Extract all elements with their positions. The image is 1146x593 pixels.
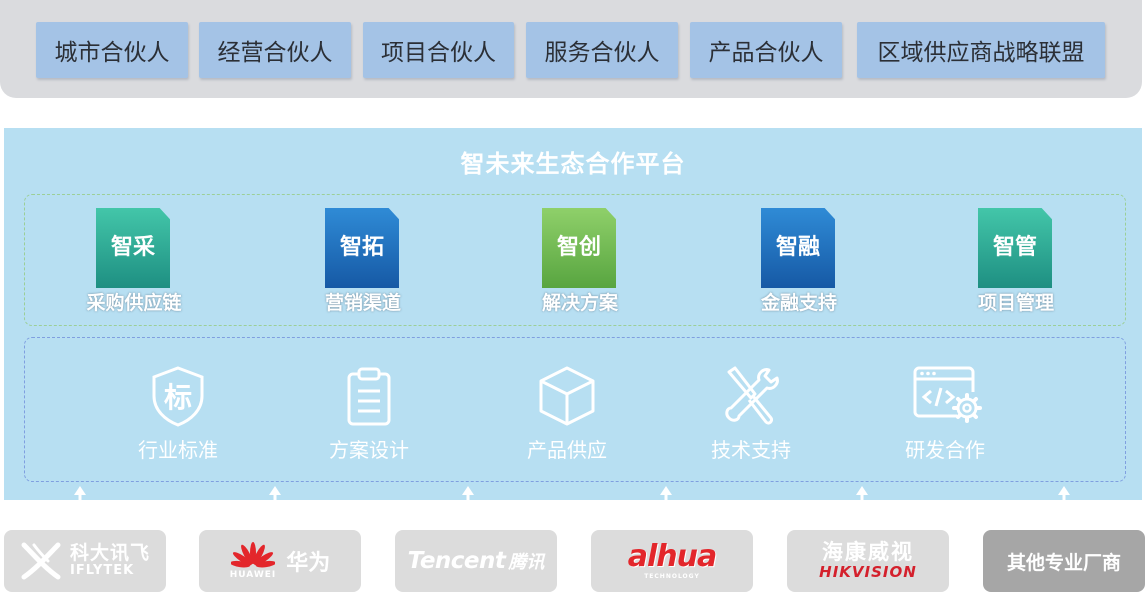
vendor-huawei[interactable]: HUAWEI 华为 [199, 530, 361, 592]
vendor-en-name: HIKVISION [819, 563, 917, 582]
service-label: 研发合作 [905, 438, 985, 462]
arrow-up-icon [660, 486, 672, 534]
service-label: 技术支持 [711, 438, 791, 462]
dahua-logo: alhua TECHNOLOGY [627, 539, 717, 581]
product-name: 智拓 [339, 235, 384, 260]
product-name: 智创 [556, 235, 601, 260]
hikvision-logo: 海康威视 HIKVISION [819, 541, 917, 581]
service-industry-standard[interactable]: 标 行业标准 [103, 364, 253, 464]
partner-bar: 城市合伙人 经营合伙人 项目合伙人 服务合伙人 产品合伙人 区域供应商战略联盟 [0, 0, 1142, 98]
product-tile: 智采 [96, 208, 170, 288]
service-label: 行业标准 [138, 438, 218, 462]
partner-operation-button[interactable]: 经营合伙人 [199, 22, 351, 78]
clipboard-icon [347, 367, 391, 426]
vendor-cn-name: 腾讯 [508, 552, 545, 573]
product-label: 采购供应链 [86, 292, 182, 314]
service-label: 方案设计 [329, 438, 409, 462]
arrow-up-icon [269, 486, 281, 534]
vendor-en-name: alhua [627, 539, 717, 574]
vendor-en-name: Tencent [407, 548, 506, 574]
platform-title: 智未来生态合作平台 [460, 150, 686, 178]
vendor-dahua[interactable]: alhua TECHNOLOGY [591, 530, 753, 592]
vendor-sub-name: TECHNOLOGY [644, 573, 700, 580]
product-label: 金融支持 [760, 292, 837, 314]
product-tile: 智融 [761, 208, 835, 288]
products-dashed-box [24, 194, 1126, 326]
product-zhichuang[interactable]: 智创 解决方案 [520, 208, 640, 318]
product-name: 智采 [110, 235, 155, 260]
vendor-hikvision[interactable]: 海康威视 HIKVISION [787, 530, 949, 592]
product-tile: 智拓 [325, 208, 399, 288]
arrow-up-icon [856, 486, 868, 534]
service-tech-support[interactable]: 技术支持 [676, 364, 826, 464]
partner-service-button[interactable]: 服务合伙人 [526, 22, 678, 78]
product-name: 智融 [775, 235, 820, 260]
wrench-screwdriver-icon [725, 366, 779, 425]
tencent-logo: Tencent 腾讯 [408, 548, 545, 574]
arrow-up-icon [1058, 486, 1070, 534]
service-label: 产品供应 [527, 438, 607, 462]
product-label: 解决方案 [541, 292, 618, 314]
service-solution-design[interactable]: 方案设计 [294, 364, 444, 464]
partner-city-button[interactable]: 城市合伙人 [36, 22, 188, 78]
service-rd-cooperation[interactable]: 研发合作 [870, 364, 1020, 464]
vendor-others-label: 其他专业厂商 [1006, 551, 1121, 574]
iflytek-logo [21, 542, 61, 580]
service-product-supply[interactable]: 产品供应 [492, 364, 642, 464]
vendor-cn-name: 华为 [286, 551, 331, 576]
product-tile: 智管 [978, 208, 1052, 288]
vendor-others[interactable]: 其他专业厂商 [983, 530, 1145, 592]
huawei-logo [230, 542, 275, 568]
vendor-cn-name: 科大讯飞 [69, 542, 150, 565]
product-name: 智管 [992, 235, 1037, 260]
product-zhiguan[interactable]: 智管 项目管理 [956, 208, 1076, 318]
partner-product-button[interactable]: 产品合伙人 [690, 22, 842, 78]
vendor-en-name: IFLYTEK [69, 563, 135, 579]
shield-glyph: 标 [164, 381, 192, 414]
vendor-tencent[interactable]: Tencent 腾讯 [395, 530, 557, 592]
vendor-iflytek[interactable]: 科大讯飞 IFLYTEK [4, 530, 166, 592]
vendor-cn-name: 海康威视 [821, 540, 914, 565]
shield-standard-icon: 标 [152, 366, 204, 427]
product-zhicai[interactable]: 智采 采购供应链 [74, 208, 194, 318]
arrow-up-icon [462, 486, 474, 534]
product-label: 营销渠道 [324, 292, 401, 314]
ecosystem-platform-panel: 智未来生态合作平台 智采 采购供应链 智拓 营销渠道 智创 解决方案 智融 金融… [4, 128, 1142, 500]
arrow-up-icon [74, 486, 86, 534]
product-tile: 智创 [542, 208, 616, 288]
vendor-en-name: HUAWEI [229, 570, 277, 580]
services-dashed-box [24, 337, 1126, 482]
product-zhirong[interactable]: 智融 金融支持 [739, 208, 859, 318]
box-icon [539, 366, 595, 426]
partner-alliance-button[interactable]: 区域供应商战略联盟 [857, 22, 1105, 78]
product-zhituo[interactable]: 智拓 营销渠道 [303, 208, 423, 318]
product-label: 项目管理 [977, 292, 1054, 314]
code-gear-icon [913, 366, 982, 423]
partner-project-button[interactable]: 项目合伙人 [363, 22, 514, 78]
